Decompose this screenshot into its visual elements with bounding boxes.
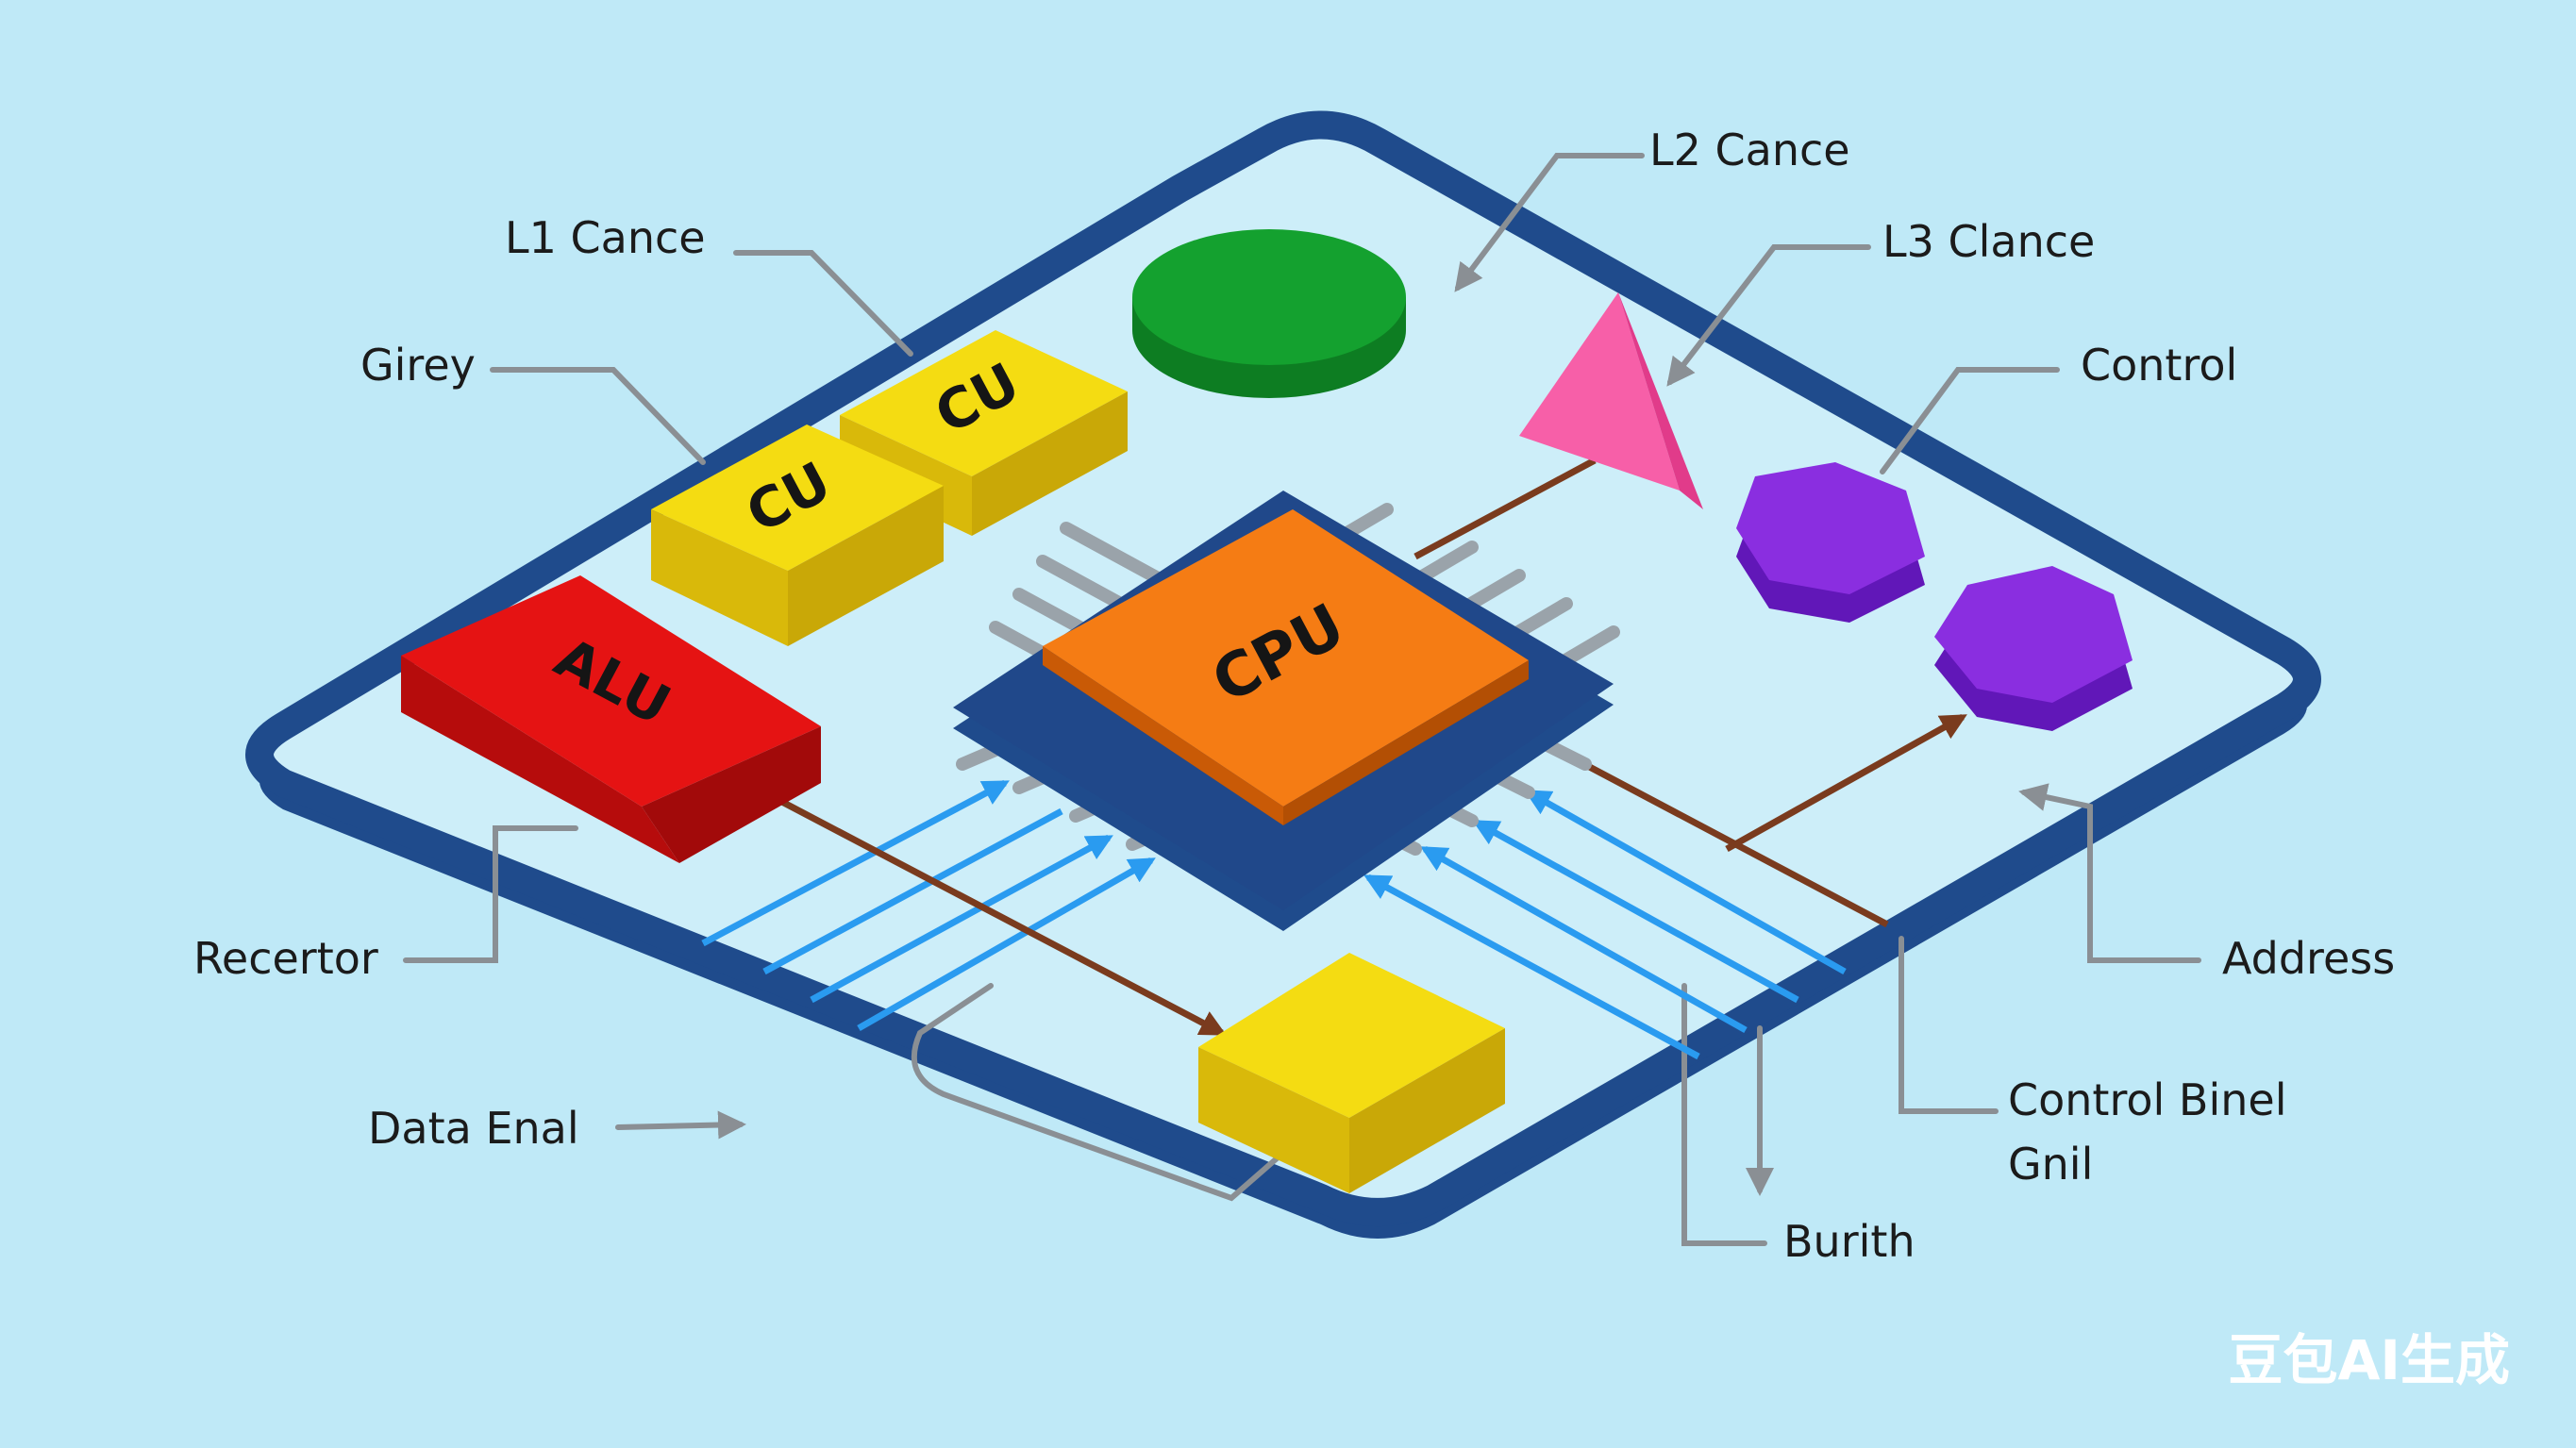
label-control: Control [2081, 340, 2237, 391]
label-control-binel: Control Binel [2008, 1074, 2286, 1125]
label-recertor: Recertor [193, 933, 378, 984]
label-address: Address [2222, 933, 2395, 984]
label-l3-cache: L3 Clance [1882, 216, 2095, 267]
annotation-labels: L1 Cance L2 Cance L3 Clance Control Gire… [193, 125, 2395, 1267]
cu-block-left: CU [651, 424, 944, 646]
label-l2-cache: L2 Cance [1649, 125, 1850, 175]
pink-pyramid-icon [1519, 292, 1703, 509]
label-burith: Burith [1783, 1216, 1915, 1267]
control-lines [777, 457, 1967, 1037]
data-lines [701, 779, 1847, 1060]
label-data-enal: Data Enal [368, 1103, 579, 1154]
watermark: 豆包AI生成 [2229, 1328, 2510, 1392]
alu-block: ALU [401, 575, 821, 863]
leader-lines [403, 153, 2201, 1246]
label-girey: Girey [360, 340, 476, 391]
purple-hexagon-icon [1736, 462, 1925, 623]
cpu-chip: CPU [953, 491, 1620, 931]
green-disc-icon [1132, 229, 1406, 398]
yellow-block-bottom [1198, 953, 1505, 1193]
purple-hexagon-icon-2 [1934, 566, 2133, 731]
label-gnil: Gnil [2008, 1139, 2093, 1190]
label-l1-cache: L1 Cance [505, 212, 706, 263]
